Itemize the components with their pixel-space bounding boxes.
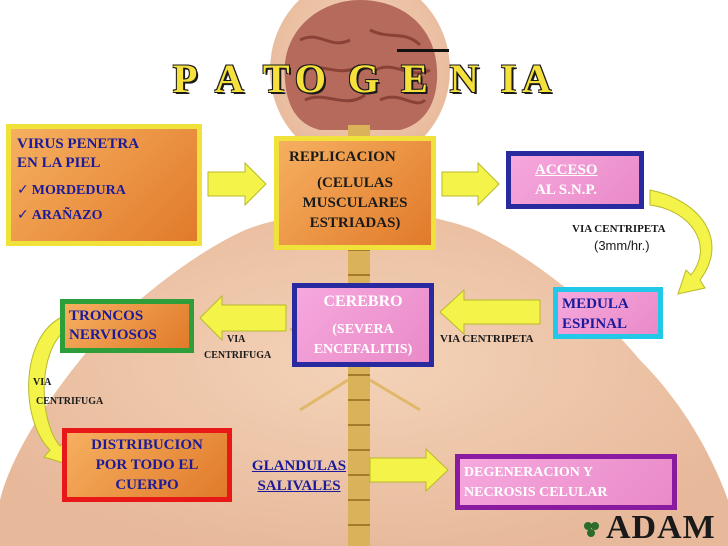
adam-logo: ADAM xyxy=(606,509,716,546)
cerebro-line2: (SEVERA xyxy=(332,322,394,337)
virus-item-aranazo: ✓ARAÑAZO xyxy=(17,207,103,223)
glandulas-line2: SALIVALES xyxy=(257,478,341,494)
replicacion-line3: MUSCULARES xyxy=(302,195,408,211)
medula-line1: MEDULA xyxy=(562,296,629,312)
check-icon: ✓ xyxy=(17,207,29,223)
distribucion-line1: DISTRIBUCION xyxy=(91,437,203,453)
box-degeneracion: DEGENERACION Y NECROSIS CELULAR xyxy=(455,454,677,510)
replicacion-line2: (CELULAS xyxy=(317,175,393,191)
title-decoration xyxy=(397,49,449,52)
page-title: P A TO G E N IA xyxy=(172,56,558,101)
box-cerebro: CEREBRO (SEVERA ENCEFALITIS) xyxy=(292,283,434,367)
degeneracion-line2: NECROSIS CELULAR xyxy=(464,485,608,500)
label-via-centrifuga-1-a: VIA xyxy=(227,334,246,345)
label-speed: (3mm/hr.) xyxy=(594,238,650,253)
arrow-replicacion-to-acceso xyxy=(441,161,500,207)
acceso-line2: AL S.N.P. xyxy=(535,182,597,198)
acceso-line1: ACCESO xyxy=(535,162,598,178)
virus-item-mordedura: ✓MORDEDURA xyxy=(17,182,126,198)
box-distribucion: DISTRIBUCION POR TODO EL CUERPO xyxy=(62,428,232,502)
adam-logo-mark-icon xyxy=(584,522,599,537)
label-via-centripeta-2: VIA CENTRIPETA xyxy=(440,333,534,345)
cerebro-line1: CEREBRO xyxy=(323,293,403,310)
label-via-centripeta-1: VIA CENTRIPETA xyxy=(572,223,666,235)
medula-line2: ESPINAL xyxy=(562,316,628,332)
box-troncos: TRONCOS NERVIOSOS xyxy=(60,299,194,353)
box-medula: MEDULA ESPINAL xyxy=(553,287,663,339)
distribucion-line2: POR TODO EL xyxy=(95,457,199,473)
label-via-centrifuga-1-b: CENTRIFUGA xyxy=(204,350,272,361)
box-replicacion: REPLICACION (CELULAS MUSCULARES ESTRIADA… xyxy=(274,136,436,250)
glandulas-line1: GLANDULAS xyxy=(251,458,347,474)
arrow-medula-to-cerebro xyxy=(439,288,541,336)
box-virus-penetra: VIRUS PENETRA EN LA PIEL ✓MORDEDURA ✓ARA… xyxy=(6,124,202,246)
arrow-cerebro-to-troncos xyxy=(199,294,287,342)
virus-line2: EN LA PIEL xyxy=(17,155,101,171)
degeneracion-line1: DEGENERACION Y xyxy=(464,465,593,480)
replicacion-line1: REPLICACION xyxy=(289,149,396,165)
replicacion-line4: ESTRIADAS) xyxy=(309,215,401,231)
arrow-virus-to-replicacion xyxy=(207,161,267,207)
box-glandulas: GLANDULAS SALIVALES xyxy=(240,456,358,500)
arrow-glandulas-to-degeneracion xyxy=(369,447,449,493)
check-icon: ✓ xyxy=(17,182,29,198)
label-via-centrifuga-2-b: CENTRIFUGA xyxy=(36,396,104,407)
troncos-line1: TRONCOS xyxy=(69,308,144,324)
troncos-line2: NERVIOSOS xyxy=(69,327,157,343)
distribucion-line3: CUERPO xyxy=(115,477,179,493)
virus-line1: VIRUS PENETRA xyxy=(17,136,140,152)
box-acceso: ACCESO AL S.N.P. xyxy=(506,151,644,209)
arrow-acceso-to-medula xyxy=(649,189,713,295)
label-via-centrifuga-2-a: VIA xyxy=(33,377,52,388)
cerebro-line3: ENCEFALITIS) xyxy=(313,342,413,357)
